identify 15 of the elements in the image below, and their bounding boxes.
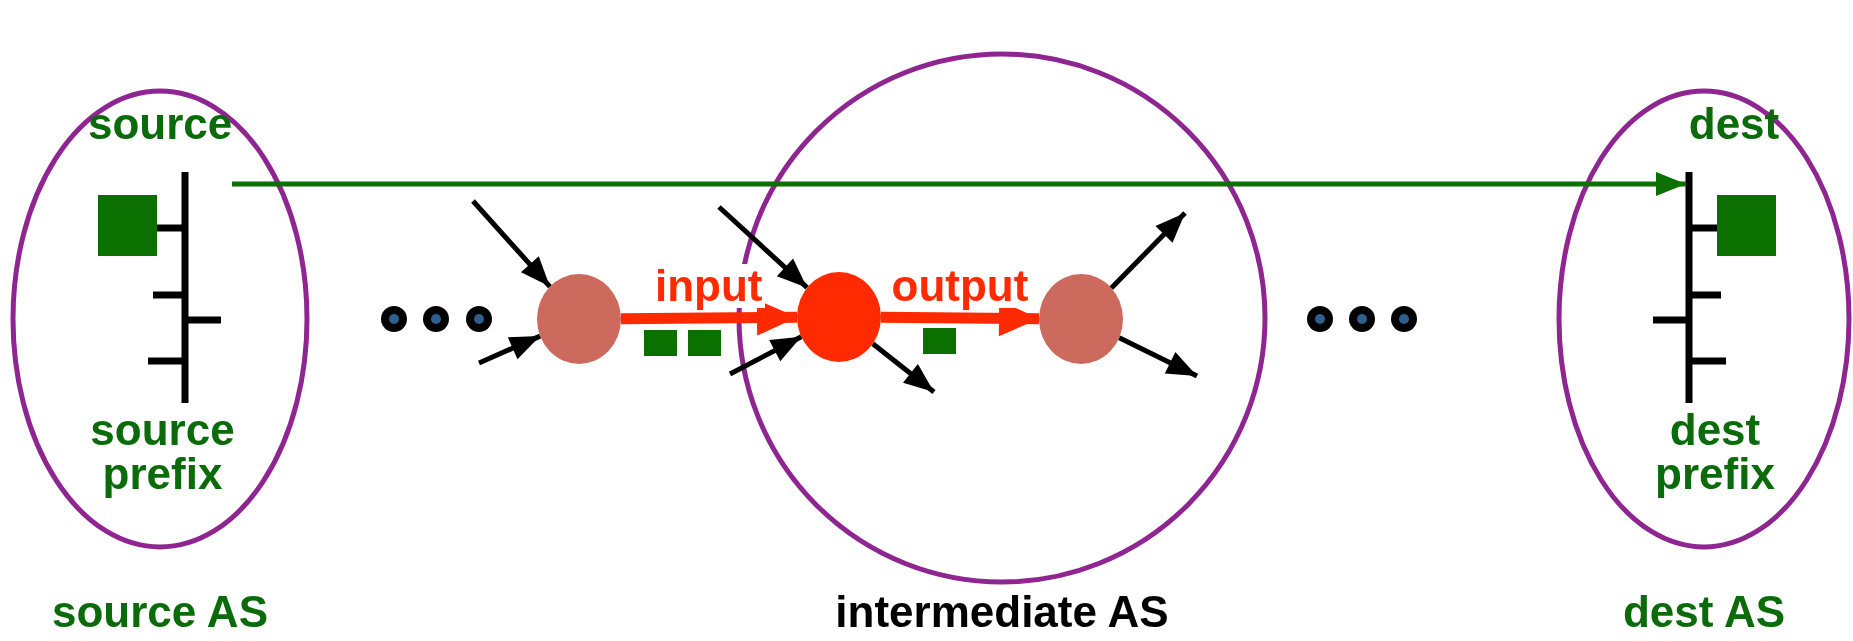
prefix-label: source prefix [89, 408, 236, 496]
arrow [871, 341, 936, 394]
arrow [478, 333, 542, 366]
arrow [717, 205, 809, 290]
prefix-label: dest prefix [1654, 408, 1776, 496]
region-label: source AS [51, 590, 269, 634]
arrow [1118, 335, 1199, 379]
arrow [471, 199, 552, 289]
arrow [728, 334, 803, 377]
arrow [1109, 211, 1187, 290]
arrow [232, 172, 1686, 196]
host-label: source [88, 102, 232, 146]
region-label: dest AS [1621, 590, 1787, 634]
host-label: dest [1687, 102, 1781, 146]
region-label: intermediate AS [834, 590, 1170, 634]
